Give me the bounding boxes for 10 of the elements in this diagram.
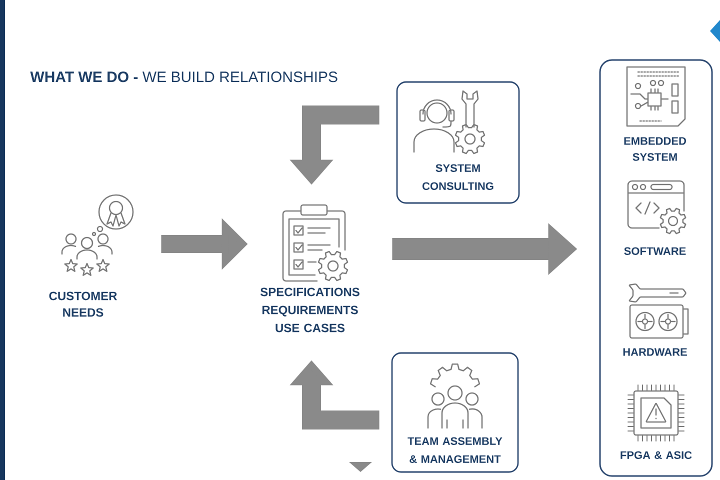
heading: WHAT WE DO - WE BUILD RELATIONSHIPS bbox=[30, 72, 338, 82]
step-label: FPGA & ASIC bbox=[620, 451, 692, 459]
step-label: EMBEDDED SYSTEM bbox=[624, 137, 686, 161]
panel-frame bbox=[599, 59, 713, 477]
step-label: SPECIFICATIONS REQUIREMENTS USE CASES bbox=[260, 288, 360, 332]
service-card: TEAM ASSEMBLY & MANAGEMENT bbox=[391, 352, 519, 473]
step-label: CUSTOMER NEEDS bbox=[49, 292, 117, 317]
step-label: HARDWARE bbox=[623, 348, 687, 356]
step-label: SOFTWARE bbox=[624, 247, 686, 255]
service-card: SYSTEM CONSULTING bbox=[396, 81, 520, 204]
